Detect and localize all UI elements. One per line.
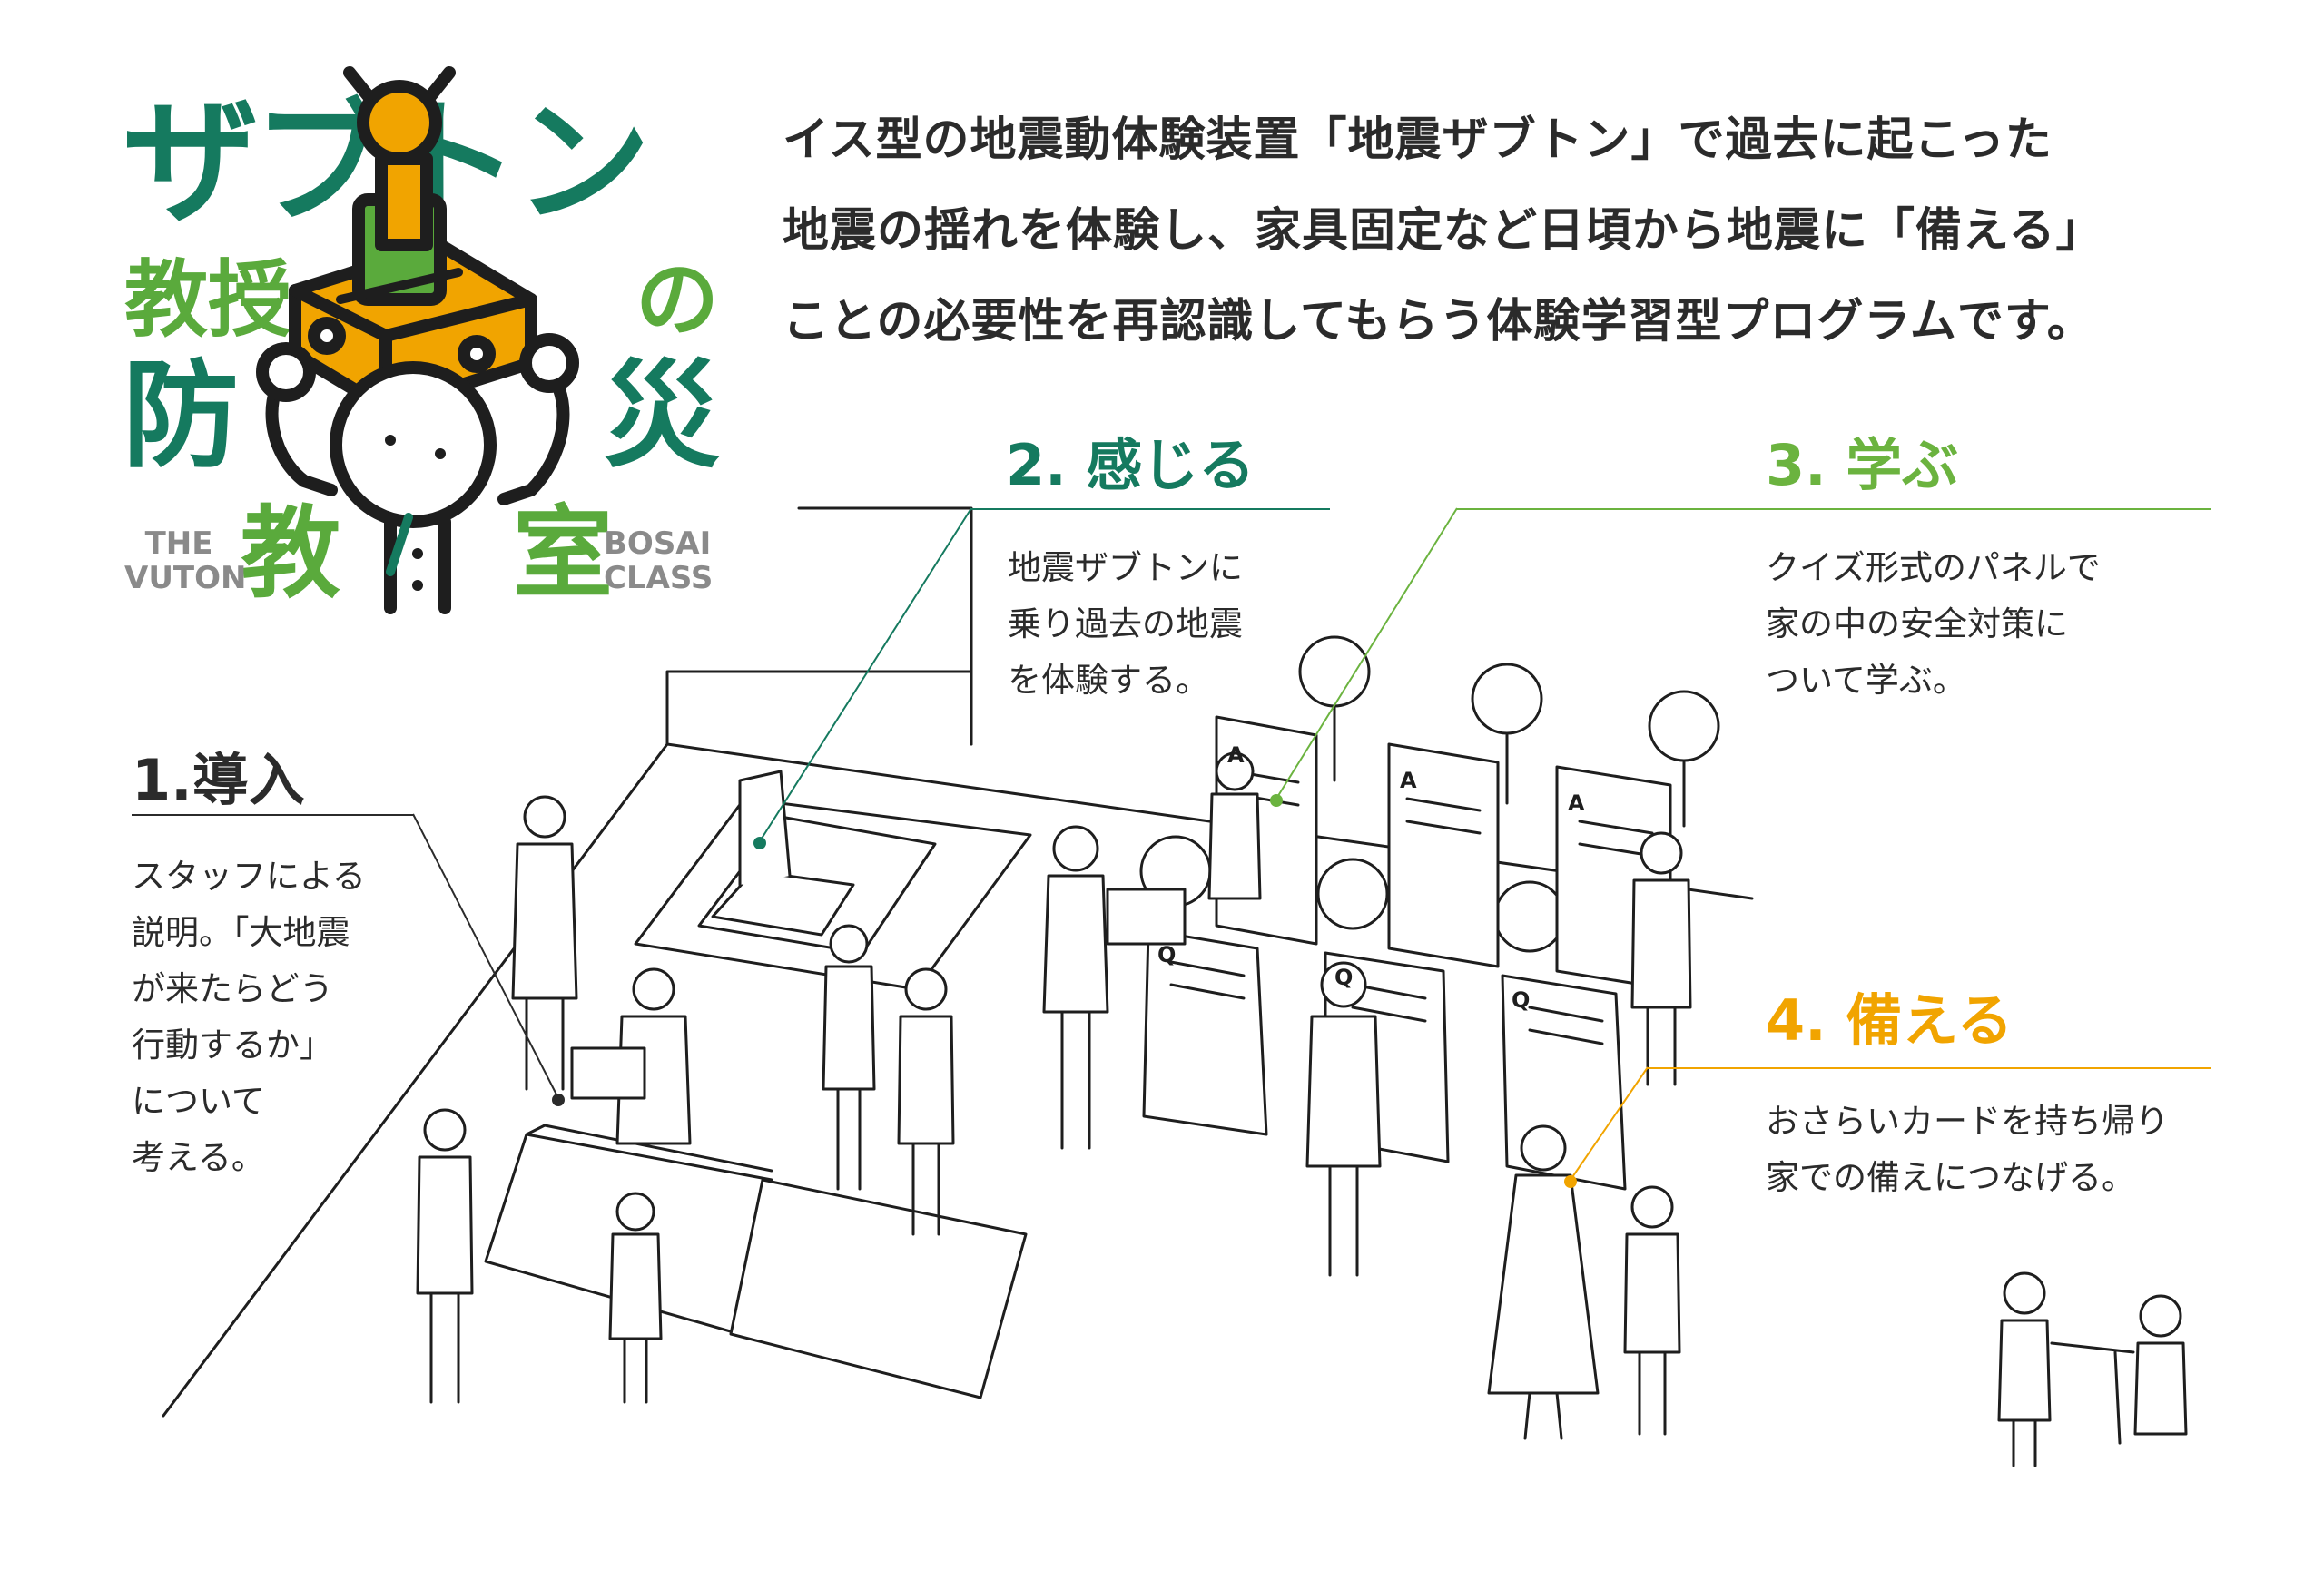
section-1-line: スタッフによる bbox=[132, 857, 366, 896]
section-4-line: 家での備えにつなげる。 bbox=[1766, 1158, 2135, 1197]
section-4-divider bbox=[1648, 1067, 2211, 1069]
section-3-line: ついて学ぶ。 bbox=[1766, 661, 1966, 700]
balloon-3 bbox=[1493, 880, 1566, 953]
section-3-line: 家の中の安全対策に bbox=[1766, 604, 2068, 643]
logo-text-kyou: 教 bbox=[241, 496, 340, 612]
logo-english-right: BOSAI CLASS bbox=[604, 526, 722, 595]
intro-line-3: ことの必要性を再認識してもらう体験学習型プログラムです。 bbox=[783, 295, 2094, 348]
answer-letter-3: A bbox=[1568, 790, 1585, 816]
logo-text-bou: 防 bbox=[123, 348, 240, 484]
section-3-line: クイズ形式のパネルで bbox=[1766, 548, 2101, 587]
question-letter-2: Q bbox=[1334, 965, 1353, 990]
logo-english-left: THE VUTON bbox=[124, 525, 247, 596]
section-1-line: 考える。 bbox=[132, 1138, 265, 1177]
counter-box-right bbox=[729, 1178, 1028, 1399]
logo-text-shitsu: 室 bbox=[513, 496, 613, 612]
section-2-line: を体験する。 bbox=[1008, 661, 1209, 700]
back-wall bbox=[797, 506, 973, 746]
section-4-title: 4. 備える bbox=[1766, 987, 2014, 1054]
leader-line-1 bbox=[412, 813, 559, 1099]
leader-line-3 bbox=[1275, 507, 1458, 800]
logo-text-kyouju: 教授 bbox=[124, 251, 292, 348]
answer-letter-1: A bbox=[1227, 742, 1245, 768]
section-2-line: 乗り過去の地震 bbox=[1008, 604, 1243, 643]
question-letter-3: Q bbox=[1512, 987, 1530, 1013]
section-2-line: 地震ザブトンに bbox=[1008, 548, 1243, 587]
balloon-2 bbox=[1316, 858, 1389, 930]
section-2-title: 2. 感じる bbox=[1006, 432, 1256, 498]
question-letter-1: Q bbox=[1157, 942, 1176, 967]
mascot-illustration bbox=[256, 66, 579, 614]
question-panel-1 bbox=[1142, 928, 1268, 1136]
stage-platform bbox=[634, 797, 1032, 991]
leader-line-2 bbox=[759, 507, 972, 842]
section-2-description: 地震ザブトンに 乗り過去の地震 を体験する。 bbox=[1008, 540, 1243, 709]
intro-line-2: 地震の揺れを体験し、家具固定など日頃から地震に「備える」 bbox=[783, 204, 2103, 258]
section-1-line: について bbox=[132, 1082, 265, 1121]
section-1-title: 1.導入 bbox=[132, 747, 305, 813]
section-1-line: 説明。「大地震 bbox=[132, 913, 350, 952]
people-group bbox=[416, 751, 2188, 1467]
logo-en-the: THE bbox=[144, 525, 213, 562]
section-3-divider bbox=[1457, 508, 2211, 510]
intro-text: イス型の地震動体験装置「地震ザブトン」で過去に起こった 地震の揺れを体験し、家具… bbox=[783, 95, 2235, 368]
section-4-line: おさらいカードを持ち帰り bbox=[1766, 1102, 2169, 1141]
logo-en-class: CLASS bbox=[604, 560, 714, 596]
answer-letter-2: A bbox=[1400, 768, 1417, 793]
intro-line-1: イス型の地震動体験装置「地震ザブトン」で過去に起こった bbox=[783, 113, 2053, 167]
logo: ザブトン 教授 の 防 災 教 室 THE VUTON BOSAI CLASS bbox=[113, 64, 731, 626]
section-2-divider bbox=[971, 508, 1330, 510]
section-3-description: クイズ形式のパネルで 家の中の安全対策に ついて学ぶ。 bbox=[1766, 540, 2101, 709]
logo-text-sai: 災 bbox=[604, 348, 721, 484]
logo-en-bosai: BOSAI bbox=[604, 525, 712, 562]
sign-circle-2 bbox=[1471, 662, 1543, 735]
sign-circle-3 bbox=[1648, 690, 1720, 762]
leader-line-4 bbox=[1570, 1066, 1649, 1181]
section-1-line: 行動するか」 bbox=[132, 1026, 333, 1065]
section-3-title: 3. 学ぶ bbox=[1766, 432, 1959, 498]
logo-text-no: の bbox=[635, 251, 720, 348]
sign-circle-1 bbox=[1298, 635, 1371, 708]
section-1-divider bbox=[132, 814, 413, 816]
section-4-description: おさらいカードを持ち帰り 家での備えにつなげる。 bbox=[1766, 1094, 2169, 1206]
section-1-description: スタッフによる 説明。「大地震 が来たらどう 行動するか」 について 考える。 bbox=[132, 849, 366, 1186]
section-1-line: が来たらどう bbox=[132, 969, 333, 1008]
logo-en-vuton: VUTON bbox=[124, 560, 247, 596]
